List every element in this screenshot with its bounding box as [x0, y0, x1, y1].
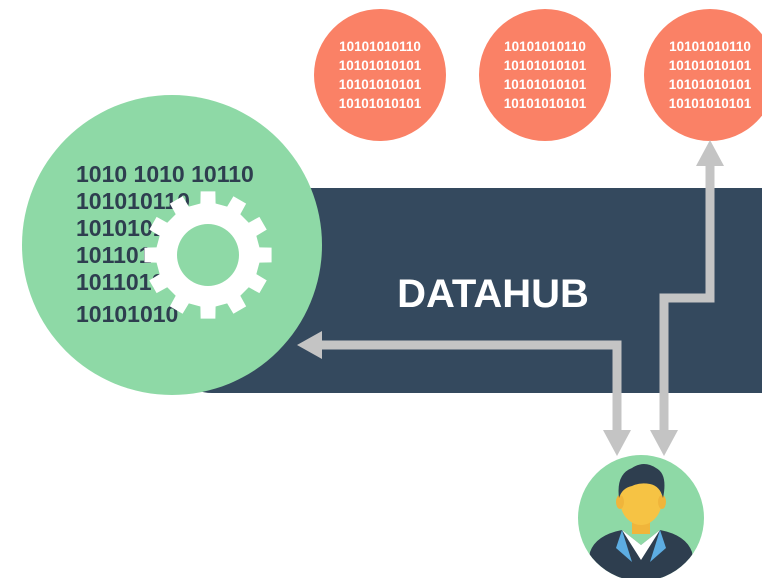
data-bubble-circle: [314, 9, 446, 141]
arrow-to-processor: [297, 331, 631, 456]
arrow-to-processor-shaft: [318, 340, 622, 433]
processor-binary-line: 101101: [76, 242, 152, 268]
data-bubble-circle: [479, 9, 611, 141]
data-bubble-circle: [644, 9, 762, 141]
data-bubble-line: 10101010101: [504, 77, 587, 92]
datahub-label: DATAHUB: [397, 272, 589, 316]
data-bubble-line: 10101010110: [504, 39, 586, 54]
data-bubble-line: 10101010101: [339, 77, 422, 92]
data-bubble-line: 10101010101: [504, 58, 587, 73]
data-bubble-line: 10101010110: [339, 39, 421, 54]
data-bubble: 10101010110 10101010101 10101010101 1010…: [314, 9, 446, 141]
arrow-down-head: [603, 430, 631, 456]
data-bubble: 10101010110 10101010101 10101010101 1010…: [644, 9, 762, 141]
data-bubble-line: 10101010101: [669, 77, 752, 92]
processor-binary-line: 1010 1010 10110: [76, 161, 254, 187]
user-shirt: [622, 530, 660, 560]
processor-binary-line: 1011010: [76, 269, 164, 295]
user-ear-right: [658, 495, 666, 509]
data-bubble-line: 10101010101: [504, 96, 587, 111]
data-bubble-line: 10101010101: [669, 58, 752, 73]
user-avatar-icon: [578, 455, 704, 578]
data-bubble-line: 10101010101: [339, 58, 422, 73]
arrow-to-bubble-shaft: [659, 164, 715, 433]
arrow-down-head: [650, 430, 678, 456]
arrow-to-bubble: [650, 140, 724, 456]
processor-binary-text: 1010 1010 10110 101010110 1010101 101101…: [76, 161, 254, 327]
user-suit: [584, 530, 698, 578]
user-face: [620, 475, 662, 525]
data-bubble-line: 10101010101: [339, 96, 422, 111]
arrow-left-head: [297, 331, 322, 359]
gear-icon: [144, 191, 272, 319]
user-ear-left: [616, 495, 624, 509]
data-bubble-line: 10101010110: [669, 39, 751, 54]
user-lapel-left: [616, 530, 632, 562]
user-lapel-right: [650, 530, 666, 562]
data-bubble: 10101010110 10101010101 10101010101 1010…: [479, 9, 611, 141]
data-bubble-line: 10101010101: [669, 96, 752, 111]
processor-binary-line: 10101010: [76, 301, 178, 327]
processor-binary-line: 101010110: [76, 188, 190, 214]
arrow-up-head: [696, 140, 724, 166]
user-hair: [618, 464, 665, 498]
